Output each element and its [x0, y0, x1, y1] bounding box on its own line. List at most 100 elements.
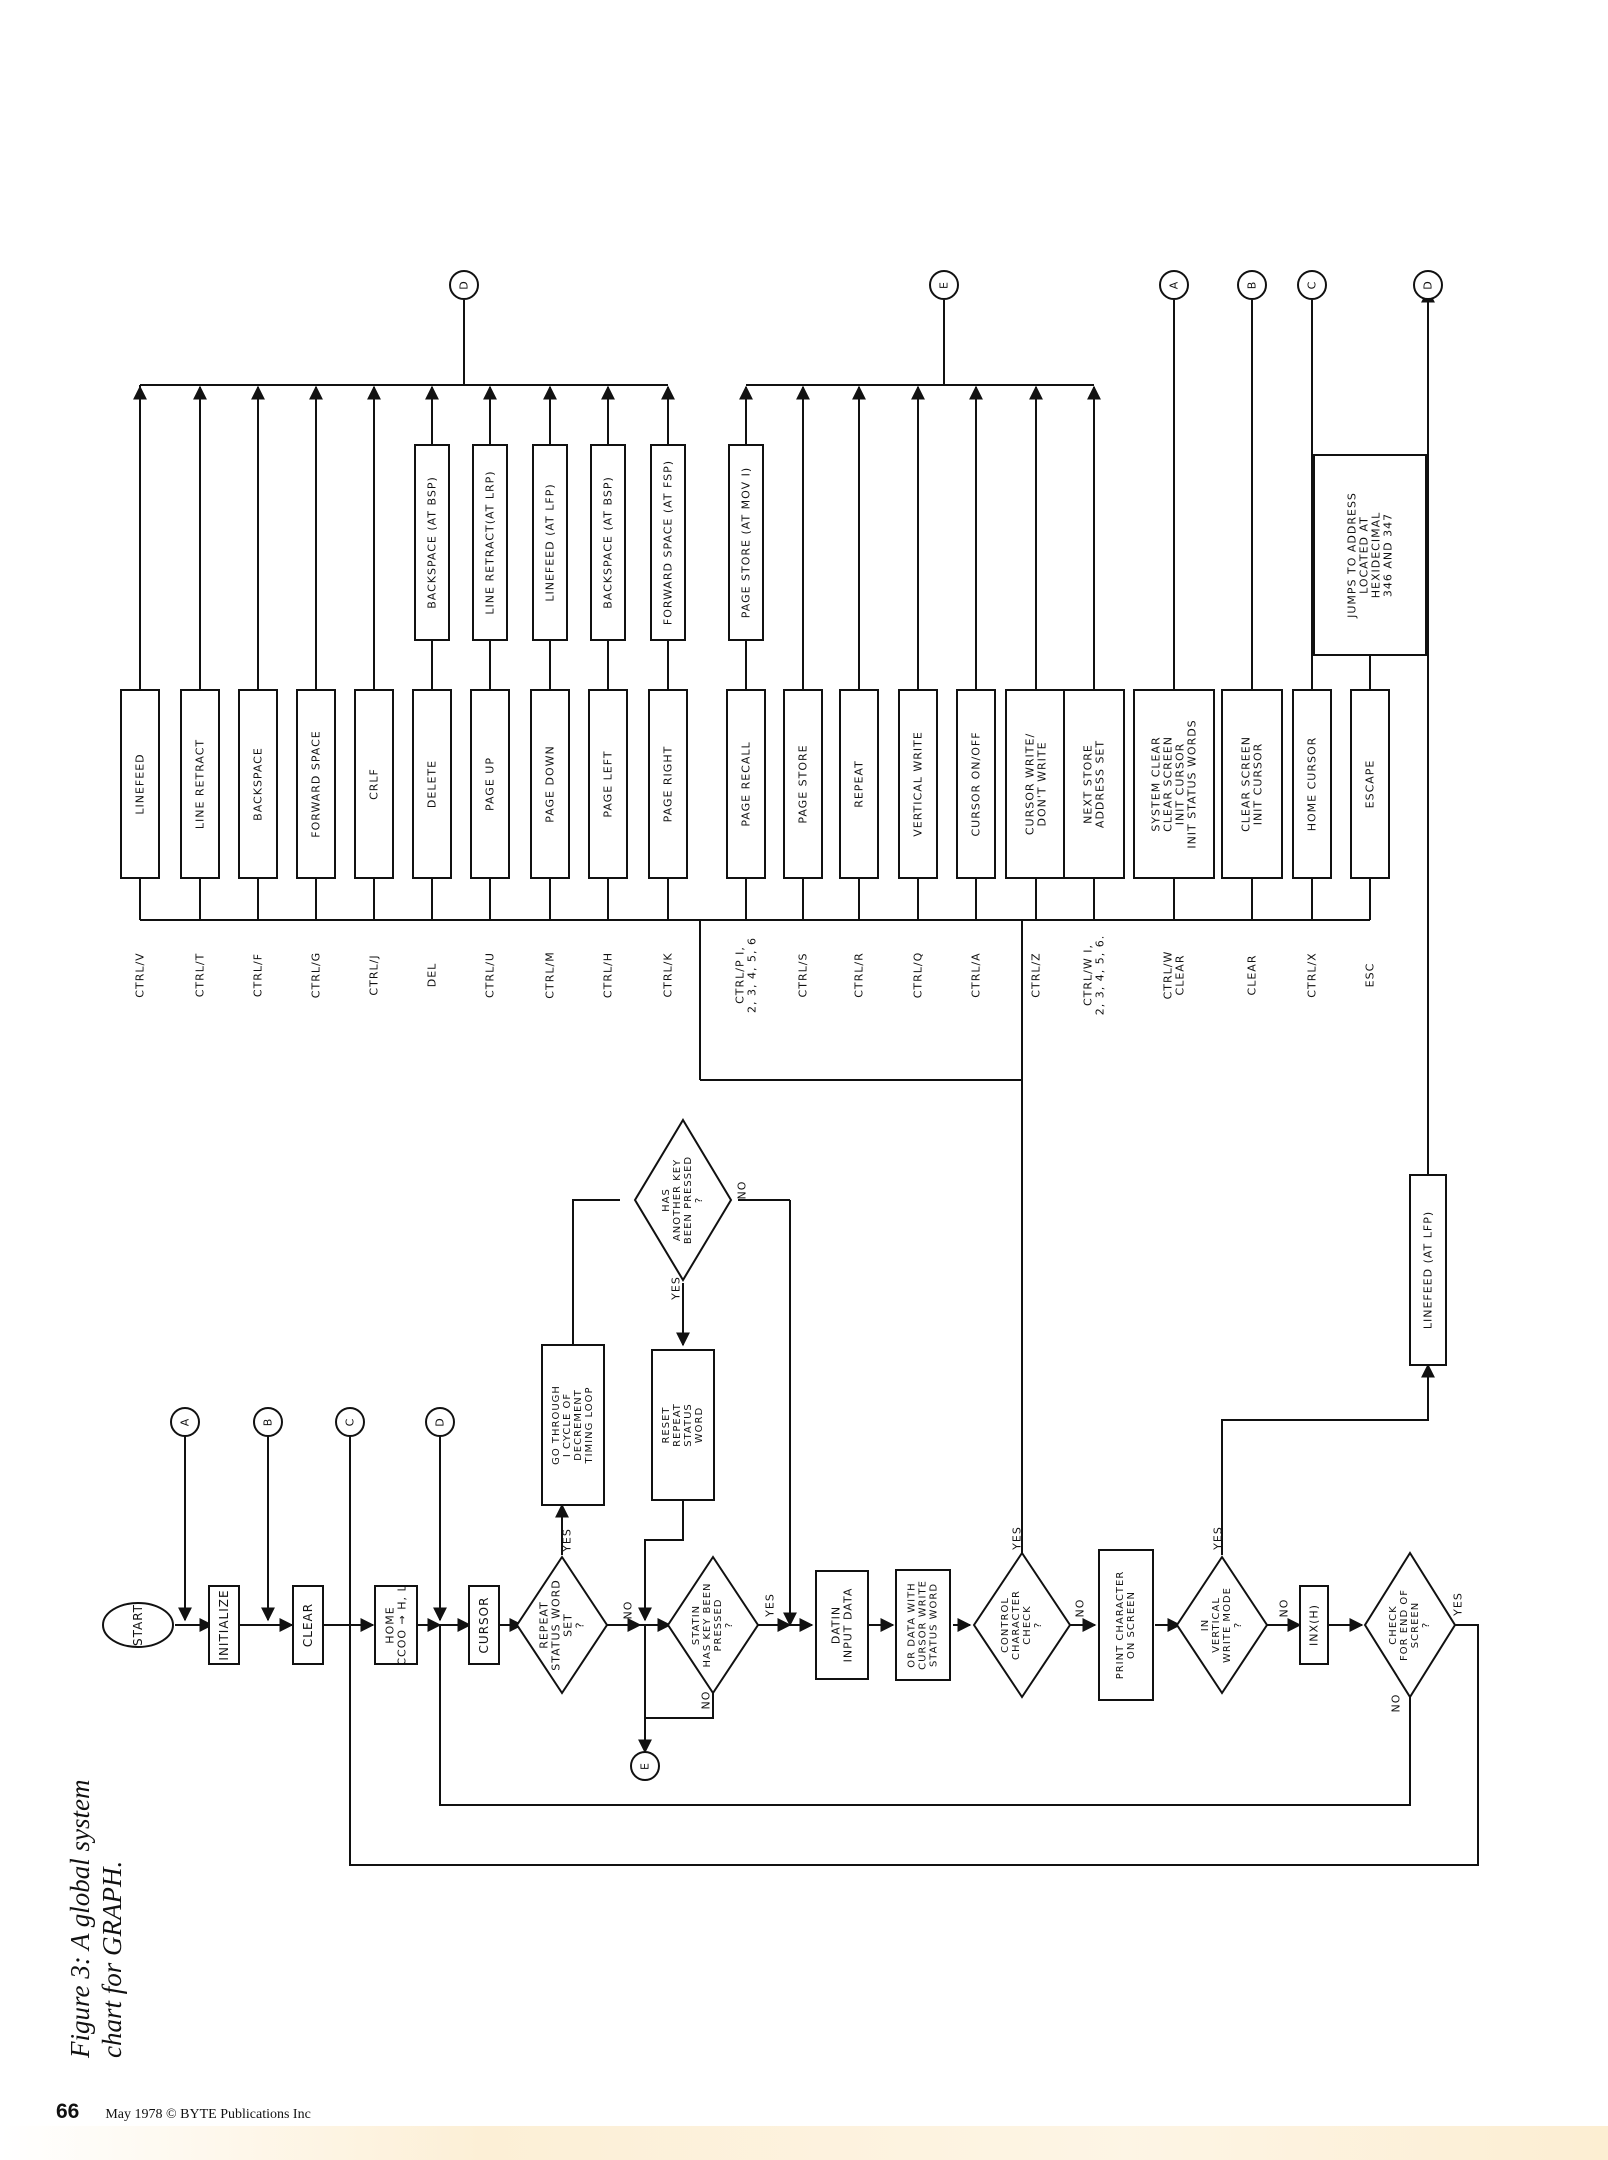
- flow-line: [1221, 1363, 1435, 1555]
- statin-diamond-text-line: PRESSED: [713, 1598, 724, 1651]
- sub-routine-box-text-line: LINE RETRACT(AT LRP): [484, 470, 497, 614]
- connector-b-main-text: B: [262, 1418, 275, 1427]
- flow-line: [349, 1624, 1479, 1866]
- connector-e-main-text-line: E: [639, 1762, 652, 1770]
- key-label: CTRL/M: [544, 951, 557, 998]
- flow-line: [439, 1625, 1411, 1806]
- routine-box: [180, 689, 220, 879]
- connector-d-top-text: D: [458, 280, 471, 289]
- routine-box: [354, 689, 394, 879]
- connector-e-main-text: E: [639, 1762, 652, 1770]
- routine-box-text: ESCAPE: [1364, 760, 1377, 809]
- statin-diamond-text-line: STATIN: [691, 1605, 702, 1645]
- key-label-line: CTRL/Z: [1030, 952, 1043, 997]
- sub-routine-box-text: LINE RETRACT(AT LRP): [484, 470, 497, 614]
- routine-box-text: HOME CURSOR: [1306, 737, 1319, 832]
- connector-c-top-text: C: [1306, 281, 1319, 290]
- escape-note-box-text-line: JUMPS TO ADDRESS: [1345, 492, 1358, 619]
- routine-box: [726, 689, 766, 879]
- connector-c-main: [335, 1407, 365, 1437]
- connector-c-top-text-line: C: [1306, 281, 1319, 290]
- end-check-diamond: [1363, 1551, 1457, 1699]
- label-yes-line: YES: [1011, 1526, 1024, 1551]
- sub-routine-box-text: PAGE STORE (AT MOV I): [740, 467, 753, 618]
- connector-d-main: [425, 1407, 455, 1437]
- sub-routine-box: [728, 444, 764, 641]
- routine-box: [956, 689, 996, 879]
- key-label-line: CTRL/H: [602, 952, 615, 998]
- connector-d-top-text-line: D: [458, 280, 471, 289]
- label-yes: YES: [1212, 1526, 1225, 1551]
- key-label-line: CTRL/K: [662, 952, 675, 997]
- clear-box-text: CLEAR: [301, 1603, 315, 1647]
- or-data-box-text-line: OR DATA WITH: [907, 1582, 918, 1667]
- connector-e-top-text-line: E: [938, 281, 951, 289]
- routine-box: [1005, 689, 1067, 879]
- escape-note-box-text-line: 346 AND 347: [1382, 513, 1395, 597]
- go-through-box-text-line: I CYCLE OF: [562, 1393, 573, 1457]
- label-yes-line: YES: [1452, 1592, 1465, 1617]
- inx-box-text: INX(H): [1308, 1604, 1321, 1646]
- key-label-line: CTRL/F: [252, 953, 265, 997]
- connector-b-main: [253, 1407, 283, 1437]
- connector-a-main-text: A: [179, 1418, 192, 1427]
- routine-box: [1221, 689, 1283, 879]
- repeat-check-diamond: [515, 1555, 609, 1695]
- linefeed-lfp-box-text-line: LINEFEED (AT LFP): [1422, 1211, 1435, 1329]
- control-check-diamond-text-line: CHARACTER: [1011, 1590, 1022, 1660]
- control-check-diamond-text-line: ?: [1033, 1622, 1044, 1628]
- routine-box-text: CURSOR WRITE/DON'T WRITE: [1023, 733, 1048, 835]
- another-key-diamond-text-line: ANOTHER KEY: [672, 1159, 683, 1241]
- print-char-box: [1098, 1549, 1154, 1701]
- sub-routine-box: [414, 444, 450, 641]
- routine-box-text-line: CRLF: [368, 768, 381, 800]
- key-label: ESC: [1364, 963, 1377, 988]
- inx-box: [1299, 1585, 1329, 1665]
- routine-box-text: PAGE LEFT: [602, 750, 615, 817]
- routine-box-text: PAGE STORE: [797, 744, 810, 823]
- repeat-check-diamond-text-line: REPEAT: [537, 1601, 550, 1649]
- key-label: CTRL/X: [1306, 952, 1319, 997]
- or-data-box-text-line: CURSOR WRITE: [918, 1580, 929, 1670]
- routine-box-text-line: DON'T WRITE: [1036, 741, 1049, 826]
- routine-box-text: DELETE: [426, 760, 439, 808]
- key-label-line: CTRL/G: [310, 952, 323, 998]
- routine-box-text-line: DELETE: [426, 760, 439, 808]
- key-label: CTRL/G: [310, 952, 323, 998]
- routine-box-text-line: PAGE UP: [484, 757, 497, 811]
- label-no-line: NO: [700, 1691, 713, 1710]
- key-label-line: CTRL/V: [134, 952, 147, 997]
- connector-e-top-text: E: [938, 281, 951, 289]
- routine-box-text-line: ESCAPE: [1364, 760, 1377, 809]
- label-yes-line: YES: [764, 1593, 777, 1618]
- sub-routine-box-text: BACKSPACE (AT BSP): [602, 476, 615, 609]
- routine-box-text-line: REPEAT: [853, 760, 866, 808]
- label-yes: YES: [670, 1276, 683, 1301]
- end-check-diamond-text-line: SCREEN: [1410, 1602, 1421, 1648]
- key-label: CTRL/R: [853, 952, 866, 998]
- routine-box: [238, 689, 278, 879]
- key-label-line: CTRL/T: [194, 953, 207, 998]
- control-check-diamond-text-line: CHECK: [1022, 1605, 1033, 1644]
- clear-box-text-line: CLEAR: [301, 1603, 315, 1647]
- key-label: CTRL/F: [252, 953, 265, 997]
- repeat-check-diamond-text-line: STATUS WORD: [549, 1579, 562, 1670]
- key-label-line: CTRL/W I,: [1081, 944, 1094, 1006]
- routine-box: [1063, 689, 1125, 879]
- datin-box: [815, 1570, 869, 1680]
- connector-e-main: [630, 1751, 660, 1781]
- routine-box: [839, 689, 879, 879]
- vertical-mode-diamond-text-line: IN: [1200, 1619, 1211, 1631]
- control-check-diamond: [972, 1551, 1072, 1699]
- routine-box-text-line: CURSOR ON/OFF: [970, 731, 983, 836]
- label-yes-line: YES: [1212, 1526, 1225, 1551]
- key-label: CTRL/H: [602, 952, 615, 998]
- initialize-box-text: INITIALIZE: [217, 1589, 231, 1660]
- label-no-line: NO: [1278, 1599, 1291, 1618]
